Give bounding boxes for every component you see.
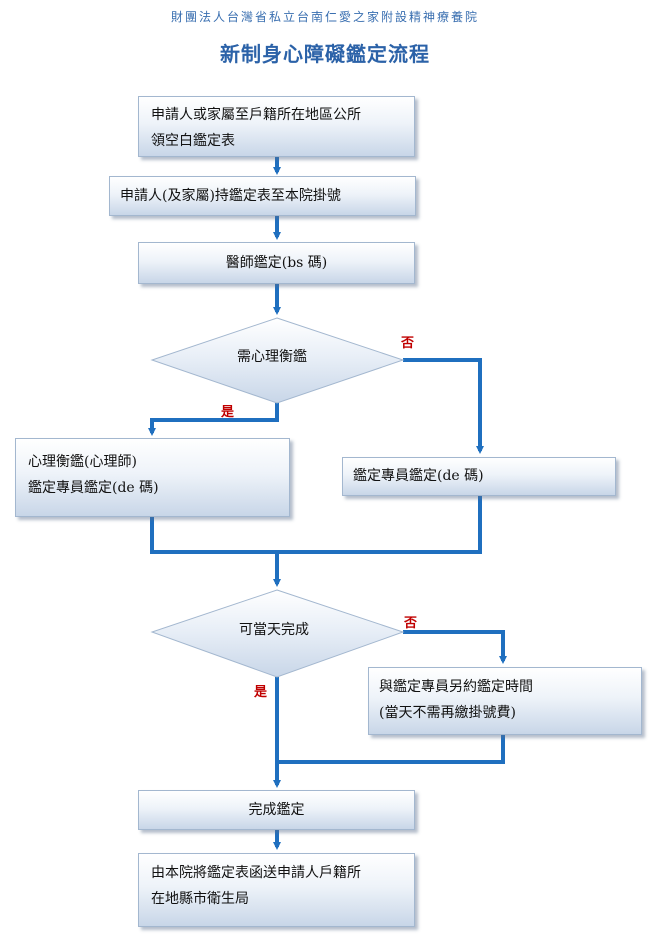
step-psych-assessment: 心理衡鑑(心理師) 鑑定專員鑑定(de 碼) [15, 438, 290, 517]
step-reschedule-line1: 與鑑定專員另約鑑定時間 [379, 679, 533, 695]
connector-d1-yes [148, 403, 279, 436]
connector-d1-no [403, 358, 484, 454]
page-title: 新制身心障礙鑑定流程 [220, 42, 430, 66]
step-send-line2: 在地縣市衛生局 [151, 891, 249, 907]
connector-s6-s7 [277, 735, 505, 764]
step-reschedule-line2: (當天不需再繳掛號費) [379, 705, 516, 721]
step-psych-assessment-line1: 心理衡鑑(心理師) [28, 454, 137, 470]
step-complete: 完成鑑定 [138, 790, 415, 830]
step-obtain-form: 申請人或家屬至戶籍所在地區公所 領空白鑑定表 [138, 96, 415, 157]
connector-s5-merge [277, 496, 482, 554]
step-obtain-form-line2: 領空白鑑定表 [151, 133, 235, 149]
decision-psych-label: 需心理衡鑑 [237, 349, 307, 365]
decision-same-day-label: 可當天完成 [239, 622, 309, 638]
step-specialist-assessment-text: 鑑定專員鑑定(de 碼) [353, 468, 484, 484]
decision-psych-yes-label: 是 [221, 405, 235, 420]
step-psych-assessment-line2: 鑑定專員鑑定(de 碼) [28, 480, 159, 496]
connector-s4-merge [150, 517, 277, 554]
organization-name: 財團法人台灣省私立台南仁愛之家附設精神療養院 [170, 10, 479, 24]
step-physician-assessment: 醫師鑑定(bs 碼) [138, 242, 415, 284]
decision-same-day-yes-label: 是 [254, 685, 268, 700]
decision-diamond-same-day [150, 589, 405, 678]
decision-same-day-no-label: 否 [404, 616, 418, 631]
step-send-line1: 由本院將鑑定表函送申請人戶籍所 [151, 865, 361, 881]
step-physician-assessment-text: 醫師鑑定(bs 碼) [225, 255, 328, 271]
step-send-to-health-bureau: 由本院將鑑定表函送申請人戶籍所 在地縣市衛生局 [138, 853, 415, 927]
step-register-text: 申請人(及家屬)持鑑定表至本院掛號 [120, 188, 341, 204]
decision-diamond-psych [150, 317, 405, 404]
step-register: 申請人(及家屬)持鑑定表至本院掛號 [109, 176, 416, 216]
connector-d2-no [403, 630, 507, 664]
step-specialist-assessment: 鑑定專員鑑定(de 碼) [342, 457, 616, 496]
step-reschedule: 與鑑定專員另約鑑定時間 (當天不需再繳掛號費) [368, 667, 642, 735]
step-obtain-form-line1: 申請人或家屬至戶籍所在地區公所 [151, 107, 361, 123]
step-complete-text: 完成鑑定 [248, 802, 305, 818]
decision-psych-no-label: 否 [401, 336, 415, 351]
